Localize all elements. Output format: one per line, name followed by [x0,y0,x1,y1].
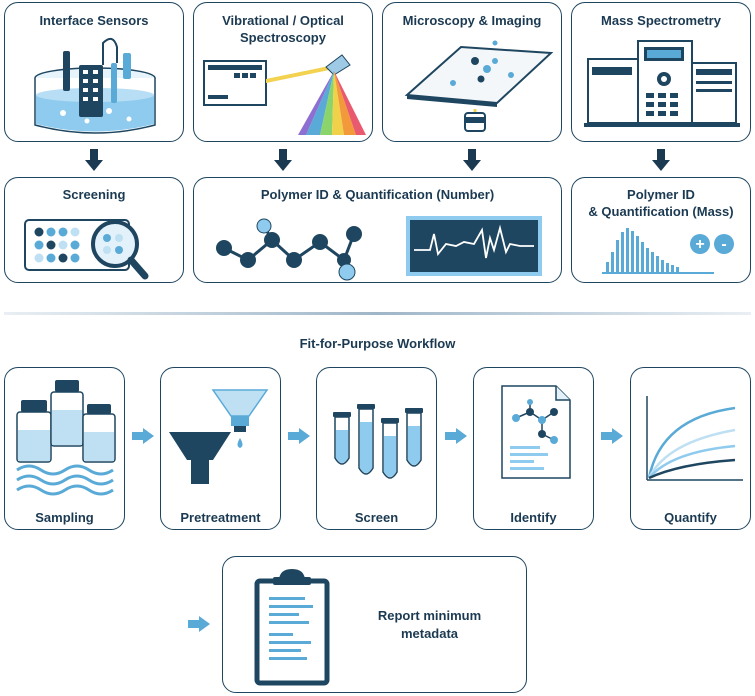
outcome-label-line2: & Quantification (Mass) [588,204,734,219]
calibration-curves-icon [646,396,743,481]
clipboard-icon [254,569,330,686]
mass-spectrometer-icon [584,40,740,127]
report-label-line1: Report minimum [377,608,482,623]
technique-label: Vibrational / Optical Spectroscopy [222,13,344,45]
workflow-title: Fit-for-Purpose Workflow [299,336,456,351]
right-arrow-icon [445,428,467,444]
workflow-step-label: Screen [354,510,399,525]
down-arrow-icon [463,149,481,171]
workflow-step-identify: Identify [473,367,594,530]
technique-card-microscopy: Microscopy & Imaging [382,2,562,142]
down-arrow-icon [274,149,292,171]
sample-bottles-icon [16,380,116,496]
spectrometer-icon [203,54,366,135]
outcome-card-polymer-number: Polymer ID & Quantification (Number) [193,177,562,283]
down-arrow-icon [85,149,103,171]
technique-card-spectroscopy: Vibrational / Optical Spectroscopy [193,2,373,142]
mass-spectrum-icon: + - [602,228,734,274]
workflow-step-label: Quantify [664,510,717,525]
report-metadata-card: Report minimum metadata [222,556,527,693]
report-label-line2: metadata [400,626,459,641]
outcome-card-polymer-mass: Polymer ID & Quantification (Mass) + - [571,177,751,283]
test-tubes-icon [333,404,423,479]
technique-label: Mass Spectrometry [601,13,721,28]
outcome-label-line1: Polymer ID [627,187,695,202]
technique-card-mass-spectrometry: Mass Spectrometry [571,2,751,142]
workflow-step-sampling: Sampling [4,367,125,530]
well-plate-magnifier-icon [24,219,149,280]
technique-label: Interface Sensors [39,13,149,28]
outcome-label: Polymer ID & Quantification (Number) [260,187,495,202]
workflow-step-pretreatment: Pretreatment [160,367,281,530]
right-arrow-icon [601,428,623,444]
microscope-slide-icon [404,40,554,132]
beaker-sensor-icon [34,37,156,134]
technique-card-interface-sensors: Interface Sensors [4,2,184,142]
right-arrow-icon [132,428,154,444]
right-arrow-icon [288,428,310,444]
section-divider [4,312,751,315]
workflow-step-label: Pretreatment [180,510,261,525]
molecule-and-spectrum-icon [216,216,542,281]
down-arrow-icon [652,149,670,171]
technique-label: Microscopy & Imaging [402,13,542,28]
workflow-step-quantify: Quantify [630,367,751,530]
outcome-label: Screening [62,187,126,202]
workflow-step-screen: Screen [316,367,437,530]
plus-ion-icon: + [695,236,704,253]
funnel-filter-icon [169,389,269,484]
outcome-card-screening: Screening [4,177,184,283]
minus-ion-icon: - [721,236,726,253]
right-arrow-icon [188,616,210,632]
document-structure-icon [501,385,571,479]
workflow-step-label: Sampling [35,510,94,525]
workflow-step-label: Identify [510,510,557,525]
